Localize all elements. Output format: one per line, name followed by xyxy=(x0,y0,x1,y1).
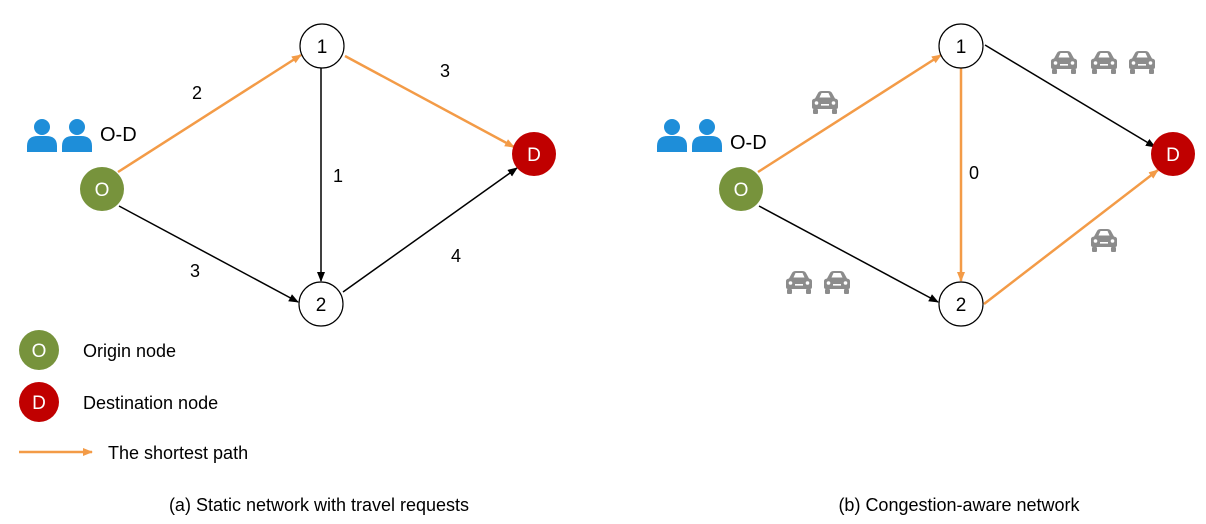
car-icon xyxy=(1091,51,1117,74)
node-a-2: 2 xyxy=(298,281,344,327)
node-a-origin-label: O xyxy=(95,180,110,201)
edge-a-o-n2 xyxy=(118,205,299,303)
traffic-b-n2-d xyxy=(1091,229,1117,252)
weight-a-n1-d: 3 xyxy=(440,61,450,81)
node-a-1-label: 1 xyxy=(317,37,328,58)
panel-b-congestion-network: 0 O 1 2 D xyxy=(657,23,1195,327)
car-icon xyxy=(1129,51,1155,74)
weight-a-o-n2: 3 xyxy=(190,261,200,281)
edge-a-n2-d xyxy=(342,167,518,293)
weight-a-o-n1: 2 xyxy=(192,83,202,103)
od-label-b: O-D xyxy=(730,132,767,154)
legend-path-label: The shortest path xyxy=(108,443,248,463)
node-b-origin: O xyxy=(719,167,763,211)
od-travelers-a: O-D xyxy=(27,119,137,152)
traffic-b-o-n1 xyxy=(812,91,838,114)
person-icon xyxy=(692,119,722,152)
node-a-origin: O xyxy=(80,167,124,211)
od-label-a: O-D xyxy=(100,124,137,146)
weight-a-n2-d: 4 xyxy=(451,246,461,266)
caption-panel-b: (b) Congestion-aware network xyxy=(838,495,1080,515)
traffic-b-o-n2 xyxy=(786,271,850,294)
legend-destination: D Destination node xyxy=(19,382,218,422)
panel-a-static-network: 2 3 1 3 4 O 1 2 D O-D xyxy=(27,23,556,327)
legend-origin-label: Origin node xyxy=(83,341,176,361)
node-b-1-label: 1 xyxy=(956,37,967,58)
edge-a-o-n1 xyxy=(117,53,302,174)
node-b-destination-label: D xyxy=(1166,145,1180,166)
node-b-destination: D xyxy=(1151,132,1195,176)
edge-b-n1-d xyxy=(984,44,1156,148)
node-a-destination-label: D xyxy=(527,145,541,166)
car-icon xyxy=(1091,229,1117,252)
edge-b-o-n2 xyxy=(758,205,939,303)
od-travelers-b: O-D xyxy=(657,119,767,154)
person-icon xyxy=(27,119,57,152)
node-b-origin-label: O xyxy=(734,180,749,201)
person-icon xyxy=(657,119,687,152)
traffic-b-n1-d xyxy=(1051,51,1155,74)
legend-shortest-path: The shortest path xyxy=(19,443,248,463)
car-icon xyxy=(812,91,838,114)
person-icon xyxy=(62,119,92,152)
weight-b-n1-n2: 0 xyxy=(969,163,979,183)
node-b-2: 2 xyxy=(938,281,984,327)
weight-a-n1-n2: 1 xyxy=(333,166,343,186)
car-icon xyxy=(824,271,850,294)
legend-origin-symbol: O xyxy=(32,341,47,362)
legend: O Origin node D Destination node The sho… xyxy=(19,330,248,463)
caption-panel-a: (a) Static network with travel requests xyxy=(169,495,469,515)
node-a-1: 1 xyxy=(299,23,345,69)
legend-destination-symbol: D xyxy=(32,393,46,414)
node-b-2-label: 2 xyxy=(956,295,967,316)
node-a-destination: D xyxy=(512,132,556,176)
legend-destination-label: Destination node xyxy=(83,393,218,413)
node-a-2-label: 2 xyxy=(316,295,327,316)
edge-a-n1-d xyxy=(344,54,515,149)
edge-b-o-n1 xyxy=(757,53,942,174)
legend-origin: O Origin node xyxy=(19,330,176,370)
car-icon xyxy=(1051,51,1077,74)
edge-b-n2-d xyxy=(983,169,1159,305)
car-icon xyxy=(786,271,812,294)
node-b-1: 1 xyxy=(938,23,984,69)
